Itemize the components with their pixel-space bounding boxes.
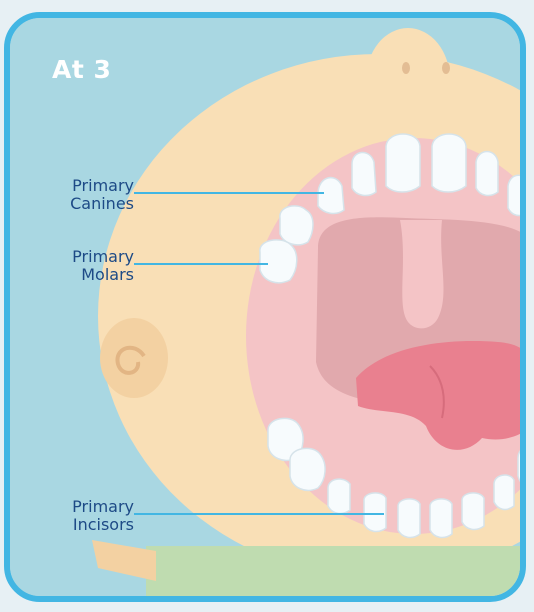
shirt [146, 546, 526, 602]
tooth-upper-canine-right [508, 175, 526, 215]
diagram-title: At 3 [52, 55, 111, 84]
label-incisors-line1: Primary [14, 498, 134, 516]
right-nostril [442, 62, 450, 74]
label-primary-molars: Primary Molars [14, 248, 134, 284]
uvula [400, 220, 443, 328]
tooth-upper-molar-1 [280, 206, 313, 245]
tooth-upper-canine [318, 178, 344, 214]
tooth-upper-lateral-right [476, 152, 498, 196]
tooth-upper-lateral-left [352, 152, 376, 195]
label-canines-line1: Primary [14, 177, 134, 195]
tooth-upper-central-left [386, 134, 420, 192]
tooth-upper-central-right [432, 134, 466, 192]
ear [100, 318, 168, 398]
tooth-lower-central-left [398, 499, 420, 538]
label-primary-canines: Primary Canines [14, 177, 134, 213]
tooth-lower-canine-right [494, 475, 514, 509]
label-primary-incisors: Primary Incisors [14, 498, 134, 534]
left-nostril [402, 62, 410, 74]
label-molars-line1: Primary [14, 248, 134, 266]
label-incisors-line2: Incisors [14, 516, 134, 534]
tooth-lower-lateral-left [364, 493, 386, 532]
diagram-card: At 3 Primary Canines Primary Molars Prim… [4, 12, 526, 602]
tooth-lower-molar-1 [290, 448, 325, 490]
label-canines-line2: Canines [14, 195, 134, 213]
tooth-lower-central-right [430, 499, 452, 538]
tooth-lower-molar-right [518, 446, 526, 486]
tooth-lower-canine-left [328, 479, 350, 513]
label-molars-line2: Molars [14, 266, 134, 284]
tooth-upper-molar-2 [260, 240, 297, 283]
tooth-lower-lateral-right [462, 493, 484, 530]
